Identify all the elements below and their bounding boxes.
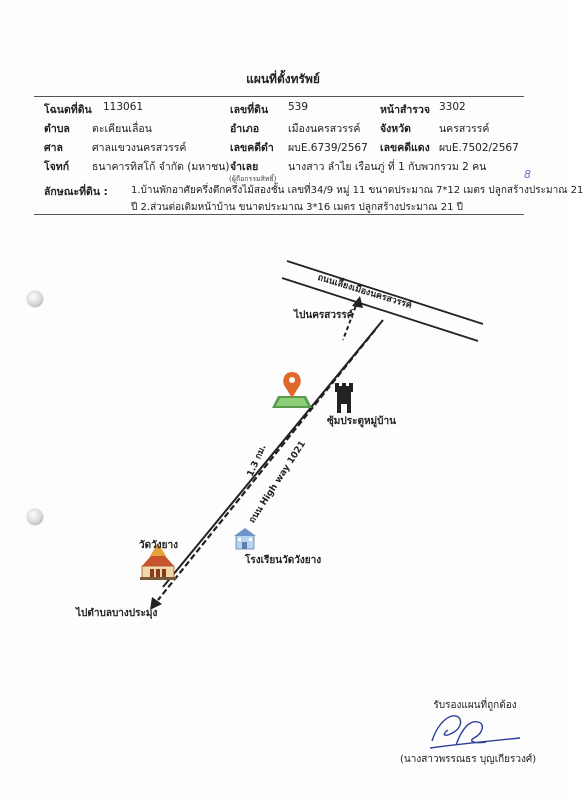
route-to-nakhon-sawan <box>342 299 359 341</box>
info-row-4: โจทก์ ธนาคารทิสโก้ จำกัด (มหาชน) จำเลย น… <box>34 155 524 174</box>
location-pin-icon <box>272 372 312 408</box>
page-title: แผนที่ตั้งทรัพย์ <box>246 72 320 86</box>
district-label: อำเภอ <box>230 123 260 135</box>
temple-label: วัดวังยาง <box>139 540 178 551</box>
black-case-value: ผบE.6739/2567 <box>288 142 368 154</box>
deed-value: 113061 <box>103 101 144 113</box>
school-label: โรงเรียนวัดวังยาง <box>245 555 322 566</box>
gate-tower-icon <box>335 383 353 413</box>
arrow-to-bang-prachum <box>150 597 162 610</box>
bypass-road-edge-top <box>286 260 484 325</box>
school-icon <box>234 528 256 550</box>
bypass-road-edge-bottom <box>281 277 479 342</box>
subdistrict-label: ตำบล <box>44 123 70 135</box>
location-map <box>140 260 521 749</box>
punch-hole-bottom <box>27 509 43 525</box>
document-page: แผนที่ตั้งทรัพย์ โฉนดที่ดิน 113061 เลขที… <box>27 72 583 765</box>
property-info-table: โฉนดที่ดิน 113061 เลขที่ดิน 539 หน้าสำรว… <box>34 98 524 174</box>
arrow-to-nakhon-sawan <box>352 296 363 308</box>
province-value: นครสวรรค์ <box>439 123 490 135</box>
land-description-line-1: 1.บ้านพักอาศัยครึ่งตึกครึ่งไม้สองชั้น เล… <box>131 185 583 196</box>
to-bang-prachum-label: ไปตำบลบางประมุง <box>76 608 158 619</box>
info-row-1: โฉนดที่ดิน 113061 เลขที่ดิน 539 หน้าสำรว… <box>34 98 524 117</box>
margin-mark: 8 <box>524 168 531 181</box>
to-nakhon-sawan-label: ไปนครสวรรค์ <box>294 310 354 321</box>
plaintiff-label: โจทก์ <box>44 161 70 173</box>
court-value: ศาลแขวงนครสวรรค์ <box>92 142 187 154</box>
defendant-value: นางสาว ลำไย เรือนภู่ ที่ 1 กับพวกรวม 2 ค… <box>288 161 487 173</box>
temple-icon <box>140 543 176 580</box>
signature-mark <box>429 715 521 749</box>
land-description-line-2: ปี 2.ส่วนต่อเติมหน้าบ้าน ขนาดประมาณ 3*16… <box>131 202 464 213</box>
survey-value: 3302 <box>439 101 466 113</box>
punch-hole-top <box>27 291 43 307</box>
district-value: เมืองนครสวรรค์ <box>288 123 361 135</box>
land-no-value: 539 <box>288 101 309 113</box>
info-row-3: ศาล ศาลแขวงนครสวรรค์ เลขคดีดำ ผบE.6739/2… <box>34 136 524 155</box>
survey-label: หน้าสำรวจ <box>380 104 430 116</box>
court-label: ศาล <box>44 142 63 154</box>
black-case-label: เลขคดีดำ <box>230 142 274 154</box>
signer-name: (นางสาวพรรณธร บุญเกียรวงศ์) <box>400 754 537 765</box>
deed-label: โฉนดที่ดิน <box>44 104 92 116</box>
top-divider <box>34 96 524 97</box>
land-no-label: เลขที่ดิน <box>230 104 269 116</box>
route-to-bang-prachum <box>157 329 376 601</box>
land-description-label: ลักษณะที่ดิน : <box>44 186 108 198</box>
certify-text: รับรองแผนที่ถูกต้อง <box>433 700 517 711</box>
bottom-divider <box>34 214 524 215</box>
subdistrict-value: ตะเคียนเลื่อน <box>92 123 152 135</box>
province-label: จังหวัด <box>380 123 411 135</box>
info-row-2: ตำบล ตะเคียนเลื่อน อำเภอ เมืองนครสวรรค์ … <box>34 117 524 136</box>
red-case-value: ผบE.7502/2567 <box>439 142 519 154</box>
plaintiff-value: ธนาคารทิสโก้ จำกัด (มหาชน) <box>92 161 230 173</box>
village-gate-label: ซุ้มประตูหมู่บ้าน <box>327 416 396 427</box>
highway-1021-line <box>162 319 384 588</box>
defendant-label: จำเลย <box>230 161 259 173</box>
owner-note: (ผู้ถือกรรมสิทธิ์) <box>229 175 277 183</box>
red-case-label: เลขคดีแดง <box>380 142 430 154</box>
